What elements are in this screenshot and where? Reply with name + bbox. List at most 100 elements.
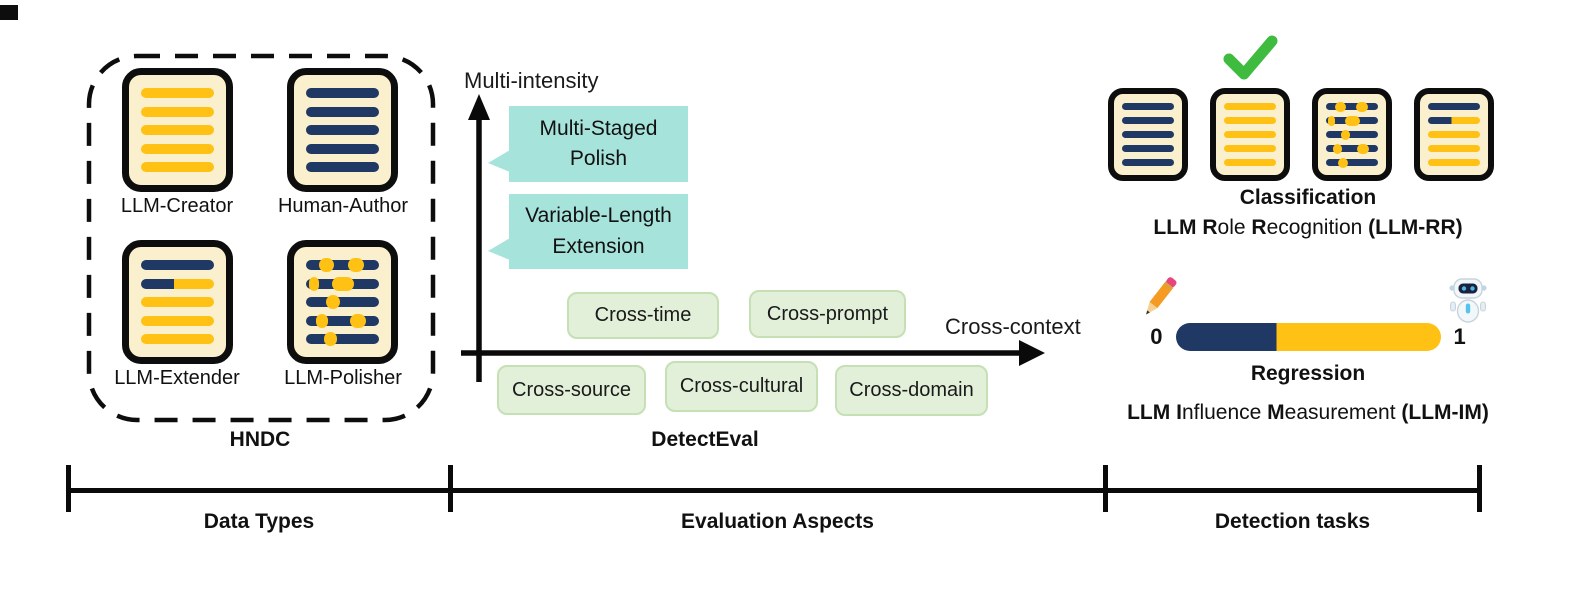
doc-line — [1326, 143, 1378, 154]
doc-line — [1122, 117, 1174, 124]
doc-line — [1326, 101, 1378, 112]
doc-line — [141, 260, 214, 270]
polish-dot — [1328, 115, 1336, 126]
doc-line — [141, 143, 214, 154]
classification-docs-row — [1108, 35, 1494, 181]
doc-line — [306, 313, 379, 328]
bubble-multi-staged-polish: Multi-Staged Polish — [509, 106, 688, 182]
bubble-tail-icon — [488, 150, 510, 172]
polish-dot — [326, 295, 340, 309]
document-human-author-small — [1108, 88, 1188, 181]
pill-cross-cultural: Cross-cultural — [665, 361, 818, 412]
subtitle-segment: LLM — [1127, 401, 1177, 424]
doc-line — [306, 88, 379, 98]
doc-line — [306, 106, 379, 117]
ruler-tick — [1103, 465, 1108, 512]
polish-dot — [348, 258, 365, 272]
regression-bar — [1175, 323, 1441, 351]
doc-line — [1428, 103, 1480, 110]
regression-scale: 0 1 — [1108, 323, 1508, 351]
doc-line — [1224, 103, 1276, 110]
doc-wrap — [1312, 88, 1392, 181]
doc-line — [1224, 145, 1276, 152]
pencil-icon — [1146, 277, 1177, 315]
polish-dot — [349, 313, 366, 328]
ruler-tick — [1477, 465, 1482, 512]
regression-title: Regression — [1250, 362, 1366, 385]
doc-line — [306, 295, 379, 309]
section-label-data-types: Data Types — [203, 510, 315, 533]
document-llm-creator-small — [1210, 88, 1290, 181]
doc-line — [306, 276, 379, 291]
x-axis-label: Cross-context — [945, 314, 1081, 339]
doc-line — [141, 334, 214, 344]
doc-line — [1428, 131, 1480, 138]
doc-line — [306, 143, 379, 154]
subtitle-segment: LLM — [1153, 216, 1203, 239]
polish-dot — [1340, 129, 1350, 140]
right-arrow-icon — [1019, 340, 1045, 366]
doc-wrap — [1414, 88, 1494, 181]
document-llm-creator — [122, 68, 233, 192]
label-llm-polisher: LLM-Polisher — [284, 367, 402, 389]
doc-line — [306, 125, 379, 135]
subtitle-segment: ole — [1217, 216, 1252, 239]
doc-line — [141, 162, 214, 172]
label-human-author: Human-Author — [277, 195, 409, 217]
polish-dot — [1344, 115, 1361, 126]
doc-wrap — [1210, 35, 1290, 181]
doc-line — [1326, 115, 1378, 126]
doc-line — [1428, 145, 1480, 152]
subtitle-segment: M — [1267, 401, 1285, 424]
doc-line — [1122, 145, 1174, 152]
doc-line — [141, 315, 214, 326]
doc-line — [1326, 157, 1378, 168]
detecteval-label: DetectEval — [651, 428, 759, 451]
document-llm-polisher-small — [1312, 88, 1392, 181]
evaluation-axes — [461, 94, 1045, 382]
doc-line — [306, 162, 379, 172]
doc-line — [1122, 159, 1174, 166]
y-axis-label: Multi-intensity — [464, 68, 599, 93]
doc-line — [141, 125, 214, 135]
polish-dot — [1335, 101, 1346, 112]
pill-cross-time: Cross-time — [567, 292, 719, 339]
doc-wrap — [1108, 88, 1188, 181]
polish-dot — [323, 332, 337, 346]
section-label-evaluation-aspects: Evaluation Aspects — [681, 510, 874, 533]
polish-dot — [1356, 101, 1368, 112]
subtitle-segment: (LLM-RR) — [1368, 216, 1463, 239]
hndc-dashed-border — [86, 53, 436, 423]
label-llm-extender: LLM-Extender — [114, 367, 240, 389]
regression-subtitle: LLM Influence Measurement (LLM-IM) — [1108, 401, 1508, 425]
doc-line — [141, 106, 214, 117]
subtitle-segment: R — [1202, 216, 1218, 239]
subtitle-segment: R — [1251, 216, 1267, 239]
polish-dot — [319, 258, 334, 272]
doc-line — [1224, 117, 1276, 124]
check-icon — [1223, 35, 1278, 80]
polish-dot — [1333, 143, 1342, 154]
polish-dot — [308, 276, 320, 291]
document-llm-polisher — [287, 240, 398, 364]
doc-line — [1224, 131, 1276, 138]
subtitle-segment: (LLM-IM) — [1401, 401, 1489, 424]
document-human-author — [287, 68, 398, 192]
doc-line — [306, 332, 379, 346]
classification-subtitle: LLM Role Recognition (LLM-RR) — [1108, 216, 1508, 240]
doc-line — [141, 88, 214, 98]
doc-line — [306, 258, 379, 272]
scale-min-label: 0 — [1150, 324, 1163, 349]
doc-line — [1326, 129, 1378, 140]
polish-dot — [1357, 143, 1369, 154]
document-llm-extender-small — [1414, 88, 1494, 181]
corner-mark — [0, 5, 18, 20]
label-llm-creator: LLM-Creator — [120, 195, 234, 217]
scale-max-label: 1 — [1453, 324, 1466, 349]
section-label-detection-tasks: Detection tasks — [1214, 510, 1371, 533]
polish-dot — [332, 276, 355, 291]
ruler-tick — [448, 465, 453, 512]
ruler-tick — [66, 465, 71, 512]
polish-dot — [316, 313, 328, 328]
